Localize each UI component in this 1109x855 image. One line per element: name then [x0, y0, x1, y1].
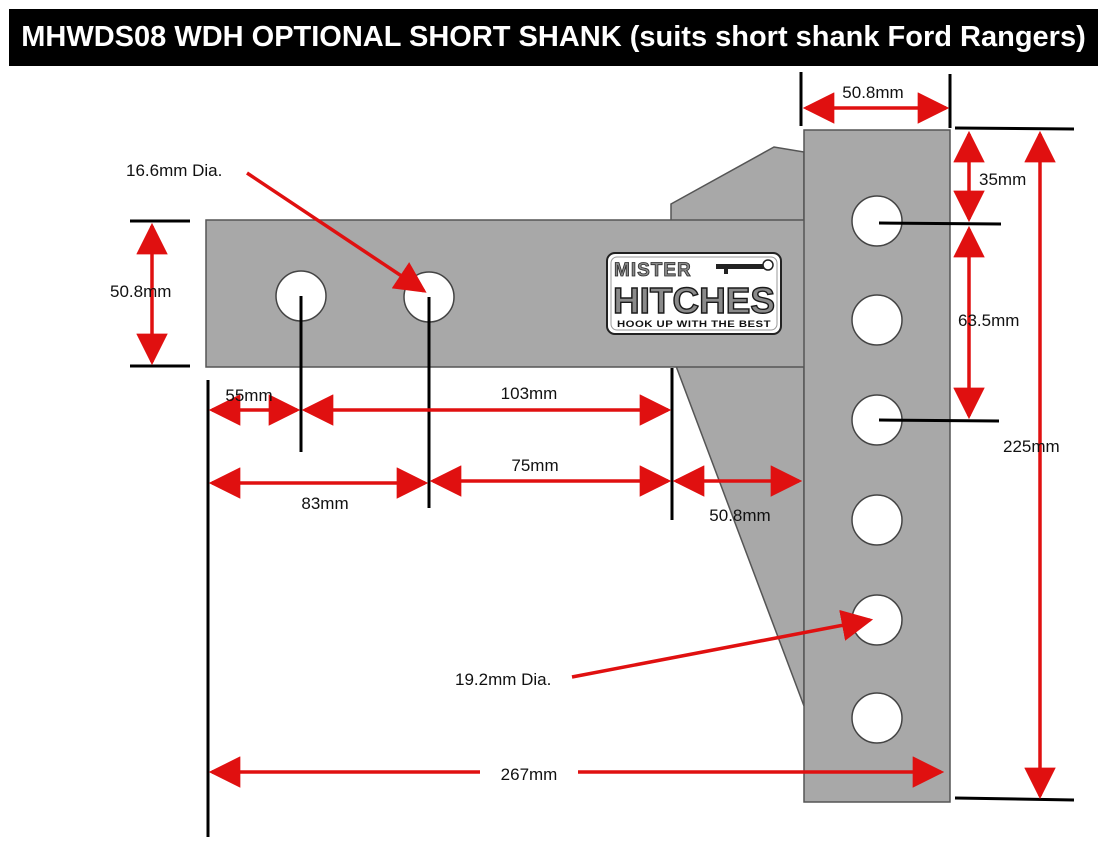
shank-height-label: 50.8mm: [110, 282, 171, 301]
brand-logo: MISTER HITCHES HOOK UP WITH THE BEST: [606, 252, 782, 335]
hitch-ball-icon: [716, 259, 774, 274]
large-hole-dia-label: 19.2mm Dia.: [455, 670, 551, 689]
hole2-to-gusset-label: 75mm: [511, 456, 558, 475]
total-height-label: 225mm: [1003, 437, 1060, 456]
head-hole: [851, 294, 903, 346]
head-hole: [851, 494, 903, 546]
head-hole: [851, 594, 903, 646]
logo-tagline: HOOK UP WITH THE BEST: [617, 319, 771, 330]
head-hole: [851, 195, 903, 247]
head-hole: [851, 692, 903, 744]
top-extension: [954, 126, 1075, 131]
top-to-hole-label: 35mm: [979, 170, 1026, 189]
logo-main-text: HITCHES: [613, 280, 775, 321]
gusset-to-head-label: 50.8mm: [709, 506, 770, 525]
large-hole-leader-arrow: [571, 609, 874, 679]
upper-gusset: [670, 146, 805, 222]
logo-top-text: MISTER: [614, 260, 692, 281]
hole-pitch-label: 63.5mm: [958, 311, 1019, 330]
head-width-label: 50.8mm: [842, 83, 903, 102]
page-title: MHWDS08 WDH OPTIONAL SHORT SHANK (suits …: [21, 21, 1086, 53]
hole1-to-gusset-label: 103mm: [501, 384, 558, 403]
title-bar: MHWDS08 WDH OPTIONAL SHORT SHANK (suits …: [9, 9, 1098, 66]
end-to-hole2-label: 83mm: [301, 494, 348, 513]
hole3-extension: [878, 418, 1000, 423]
hole1-extension: [878, 221, 1002, 226]
end-to-hole1-label: 55mm: [225, 386, 272, 405]
overall-length-label: 267mm: [501, 765, 558, 784]
small-hole-dia-label: 16.6mm Dia.: [126, 161, 222, 180]
bottom-extension: [954, 796, 1075, 802]
small-hole-leader-arrow: [246, 171, 427, 293]
